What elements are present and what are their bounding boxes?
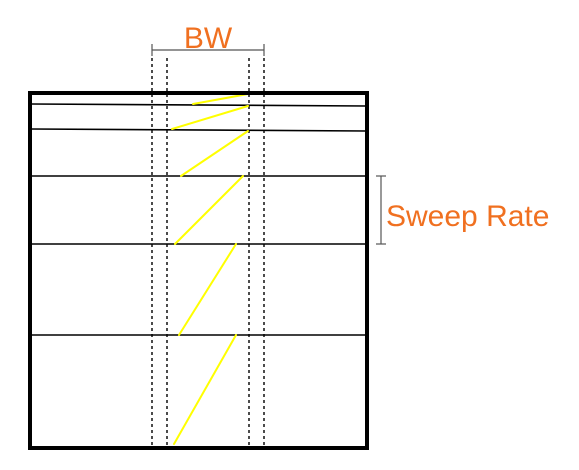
sweep-segment: [180, 130, 249, 177]
sweep-boundary-lines: [30, 103, 367, 336]
sweep-segment: [174, 175, 244, 245]
band-edge-lines: [151, 58, 265, 446]
outer-frame: [28, 91, 369, 450]
sweep-segment: [171, 105, 249, 130]
sweep-segments: [171, 93, 249, 445]
sweep-rate-label: Sweep Rate: [386, 200, 549, 233]
boundary-line: [30, 103, 367, 107]
sweep-segment: [192, 93, 249, 105]
bw-dimension-bracket: [151, 44, 265, 56]
sweep-segment: [173, 334, 237, 445]
bw-label: BW: [184, 22, 233, 55]
sweep-rate-dimension-bracket: [376, 175, 386, 245]
boundary-line: [30, 128, 367, 132]
sweep-segment: [178, 243, 237, 336]
